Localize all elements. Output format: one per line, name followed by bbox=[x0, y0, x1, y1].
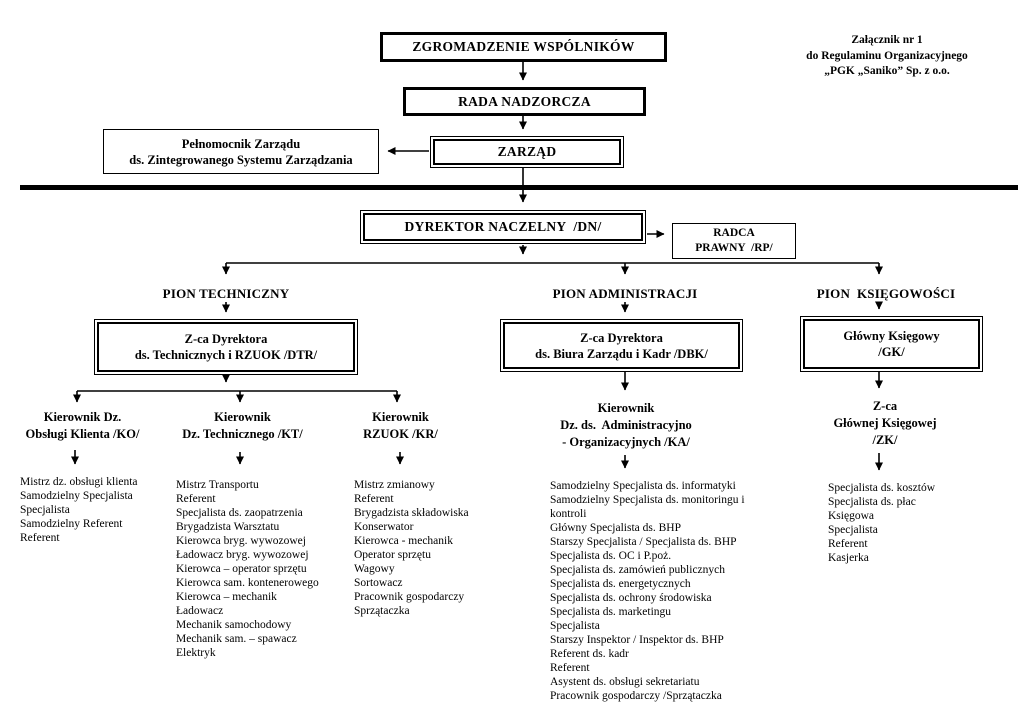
role-item: Brygadzista składowiska bbox=[354, 507, 469, 519]
box-deputy-director-technical-label: Z-ca Dyrektora ds. Technicznych i RZUOK … bbox=[134, 332, 318, 362]
role-item: Samodzielny Specjalista ds. informatyki bbox=[550, 480, 736, 492]
role-item: Mistrz Transportu bbox=[176, 479, 259, 491]
role-item: Referent ds. kadr bbox=[550, 648, 629, 660]
role-item: Sprzątaczka bbox=[354, 605, 410, 617]
role-item: Księgowa bbox=[828, 510, 874, 522]
role-item: Brygadzista Warsztatu bbox=[176, 521, 280, 533]
role-item: Mechanik samochodowy bbox=[176, 619, 292, 631]
box-chief-accountant: Główny Księgowy /GK/ bbox=[800, 316, 983, 372]
role-item: Specjalista ds. OC i P.poż. bbox=[550, 550, 672, 562]
unit-title-deputy-chief-accountant: Z-ca Głównej Księgowej /ZK/ bbox=[833, 399, 937, 447]
box-legal-counsel-label: RADCA PRAWNY /RP/ bbox=[695, 227, 773, 254]
role-item: Starszy Inspektor / Inspektor ds. BHP bbox=[550, 634, 724, 646]
role-item: Referent bbox=[550, 662, 590, 674]
role-item: Samodzielny Referent bbox=[20, 518, 123, 530]
role-item: Specjalista bbox=[20, 504, 70, 516]
division-title-administration: PION ADMINISTRACJI bbox=[552, 286, 698, 301]
role-item: Referent bbox=[20, 532, 60, 544]
box-legal-counsel: RADCA PRAWNY /RP/ bbox=[672, 223, 796, 259]
role-item: Referent bbox=[176, 493, 216, 505]
box-plenipotentiary: Pełnomocnik Zarządu ds. Zintegrowanego S… bbox=[103, 129, 379, 174]
box-deputy-director-administration-label: Z-ca Dyrektora ds. Biura Zarządu i Kadr … bbox=[535, 330, 708, 361]
role-item: Kierowca – mechanik bbox=[176, 591, 277, 603]
role-item: Pracownik gospodarczy bbox=[354, 591, 465, 603]
role-item: Specjalista ds. ochrony środowiska bbox=[550, 592, 712, 604]
box-general-director: DYREKTOR NACZELNY /DN/ bbox=[360, 210, 646, 244]
unit-title-customer-service: Kierownik Dz. Obsługi Klienta /KO/ bbox=[25, 410, 140, 441]
role-item: Samodzielny Specjalista bbox=[20, 490, 133, 502]
unit-title-rzuok: Kierownik RZUOK /KR/ bbox=[363, 410, 438, 441]
role-item: Główny Specjalista ds. BHP bbox=[550, 522, 681, 534]
role-item: Mechanik sam. – spawacz bbox=[176, 633, 297, 645]
box-deputy-director-administration: Z-ca Dyrektora ds. Biura Zarządu i Kadr … bbox=[500, 319, 743, 372]
role-item: Mistrz zmianowy bbox=[354, 479, 435, 491]
role-item: Kasjerka bbox=[828, 552, 869, 564]
role-item: Wagowy bbox=[354, 563, 395, 575]
role-item: Specjalista ds. marketingu bbox=[550, 606, 672, 618]
role-item: Referent bbox=[828, 538, 868, 550]
box-management-board-label: ZARZĄD bbox=[497, 144, 557, 159]
role-item: Kierowca sam. kontenerowego bbox=[176, 577, 319, 589]
box-deputy-director-technical: Z-ca Dyrektora ds. Technicznych i RZUOK … bbox=[94, 319, 358, 375]
unit-title-admin-org: Kierownik Dz. ds. Administracyjno - Orga… bbox=[560, 401, 692, 449]
box-chief-accountant-label: Główny Księgowy /GK/ bbox=[843, 329, 940, 359]
role-item: Specjalista ds. kosztów bbox=[828, 482, 935, 494]
division-title-technical: PION TECHNICZNY bbox=[162, 286, 290, 301]
role-item: Referent bbox=[354, 493, 394, 505]
role-item: Specjalista ds. zamówień publicznych bbox=[550, 564, 726, 576]
box-shareholders-meeting-label: ZGROMADZENIE WSPÓLNIKÓW bbox=[412, 39, 635, 54]
role-item: Operator sprzętu bbox=[354, 549, 431, 561]
role-item: Kierowca bryg. wywozowej bbox=[176, 535, 306, 547]
role-item: Mistrz dz. obsługi klienta bbox=[20, 476, 138, 488]
role-item: Pracownik gospodarczy /Sprzątaczka bbox=[550, 690, 722, 702]
attachment-note: Załącznik nr 1 do Regulaminu Organizacyj… bbox=[806, 34, 968, 77]
role-item: Konserwator bbox=[354, 521, 414, 533]
box-plenipotentiary-label: Pełnomocnik Zarządu ds. Zintegrowanego S… bbox=[129, 136, 353, 167]
role-item: Specjalista ds. zaopatrzenia bbox=[176, 507, 303, 519]
separator-bar bbox=[20, 185, 1018, 190]
role-item: Specjalista ds. energetycznych bbox=[550, 578, 691, 590]
role-item: Sortowacz bbox=[354, 577, 403, 589]
role-item: Kierowca - mechanik bbox=[354, 535, 453, 547]
role-item: Asystent ds. obsługi sekretariatu bbox=[550, 676, 700, 688]
box-supervisory-board-label: RADA NADZORCZA bbox=[458, 93, 591, 109]
unit-title-technical-dept: Kierownik Dz. Technicznego /KT/ bbox=[182, 410, 303, 441]
role-item: Starszy Specjalista / Specjalista ds. BH… bbox=[550, 536, 737, 548]
role-item: Ładowacz bryg. wywozowej bbox=[176, 549, 309, 561]
role-item: Samodzielny Specjalista ds. monitoringu … bbox=[550, 494, 745, 520]
role-item: Specjalista bbox=[828, 524, 878, 536]
box-management-board: ZARZĄD bbox=[430, 136, 624, 168]
box-general-director-label: DYREKTOR NACZELNY /DN/ bbox=[404, 219, 602, 234]
role-item: Ładowacz bbox=[176, 605, 224, 617]
role-item: Kierowca – operator sprzętu bbox=[176, 563, 307, 575]
role-item: Specjalista bbox=[550, 620, 600, 632]
role-item: Specjalista ds. płac bbox=[828, 496, 916, 508]
box-shareholders-meeting: ZGROMADZENIE WSPÓLNIKÓW bbox=[380, 32, 667, 62]
box-supervisory-board: RADA NADZORCZA bbox=[403, 87, 646, 116]
division-title-accounting: PION KSIĘGOWOŚCI bbox=[816, 286, 956, 301]
role-item: Elektryk bbox=[176, 647, 216, 659]
